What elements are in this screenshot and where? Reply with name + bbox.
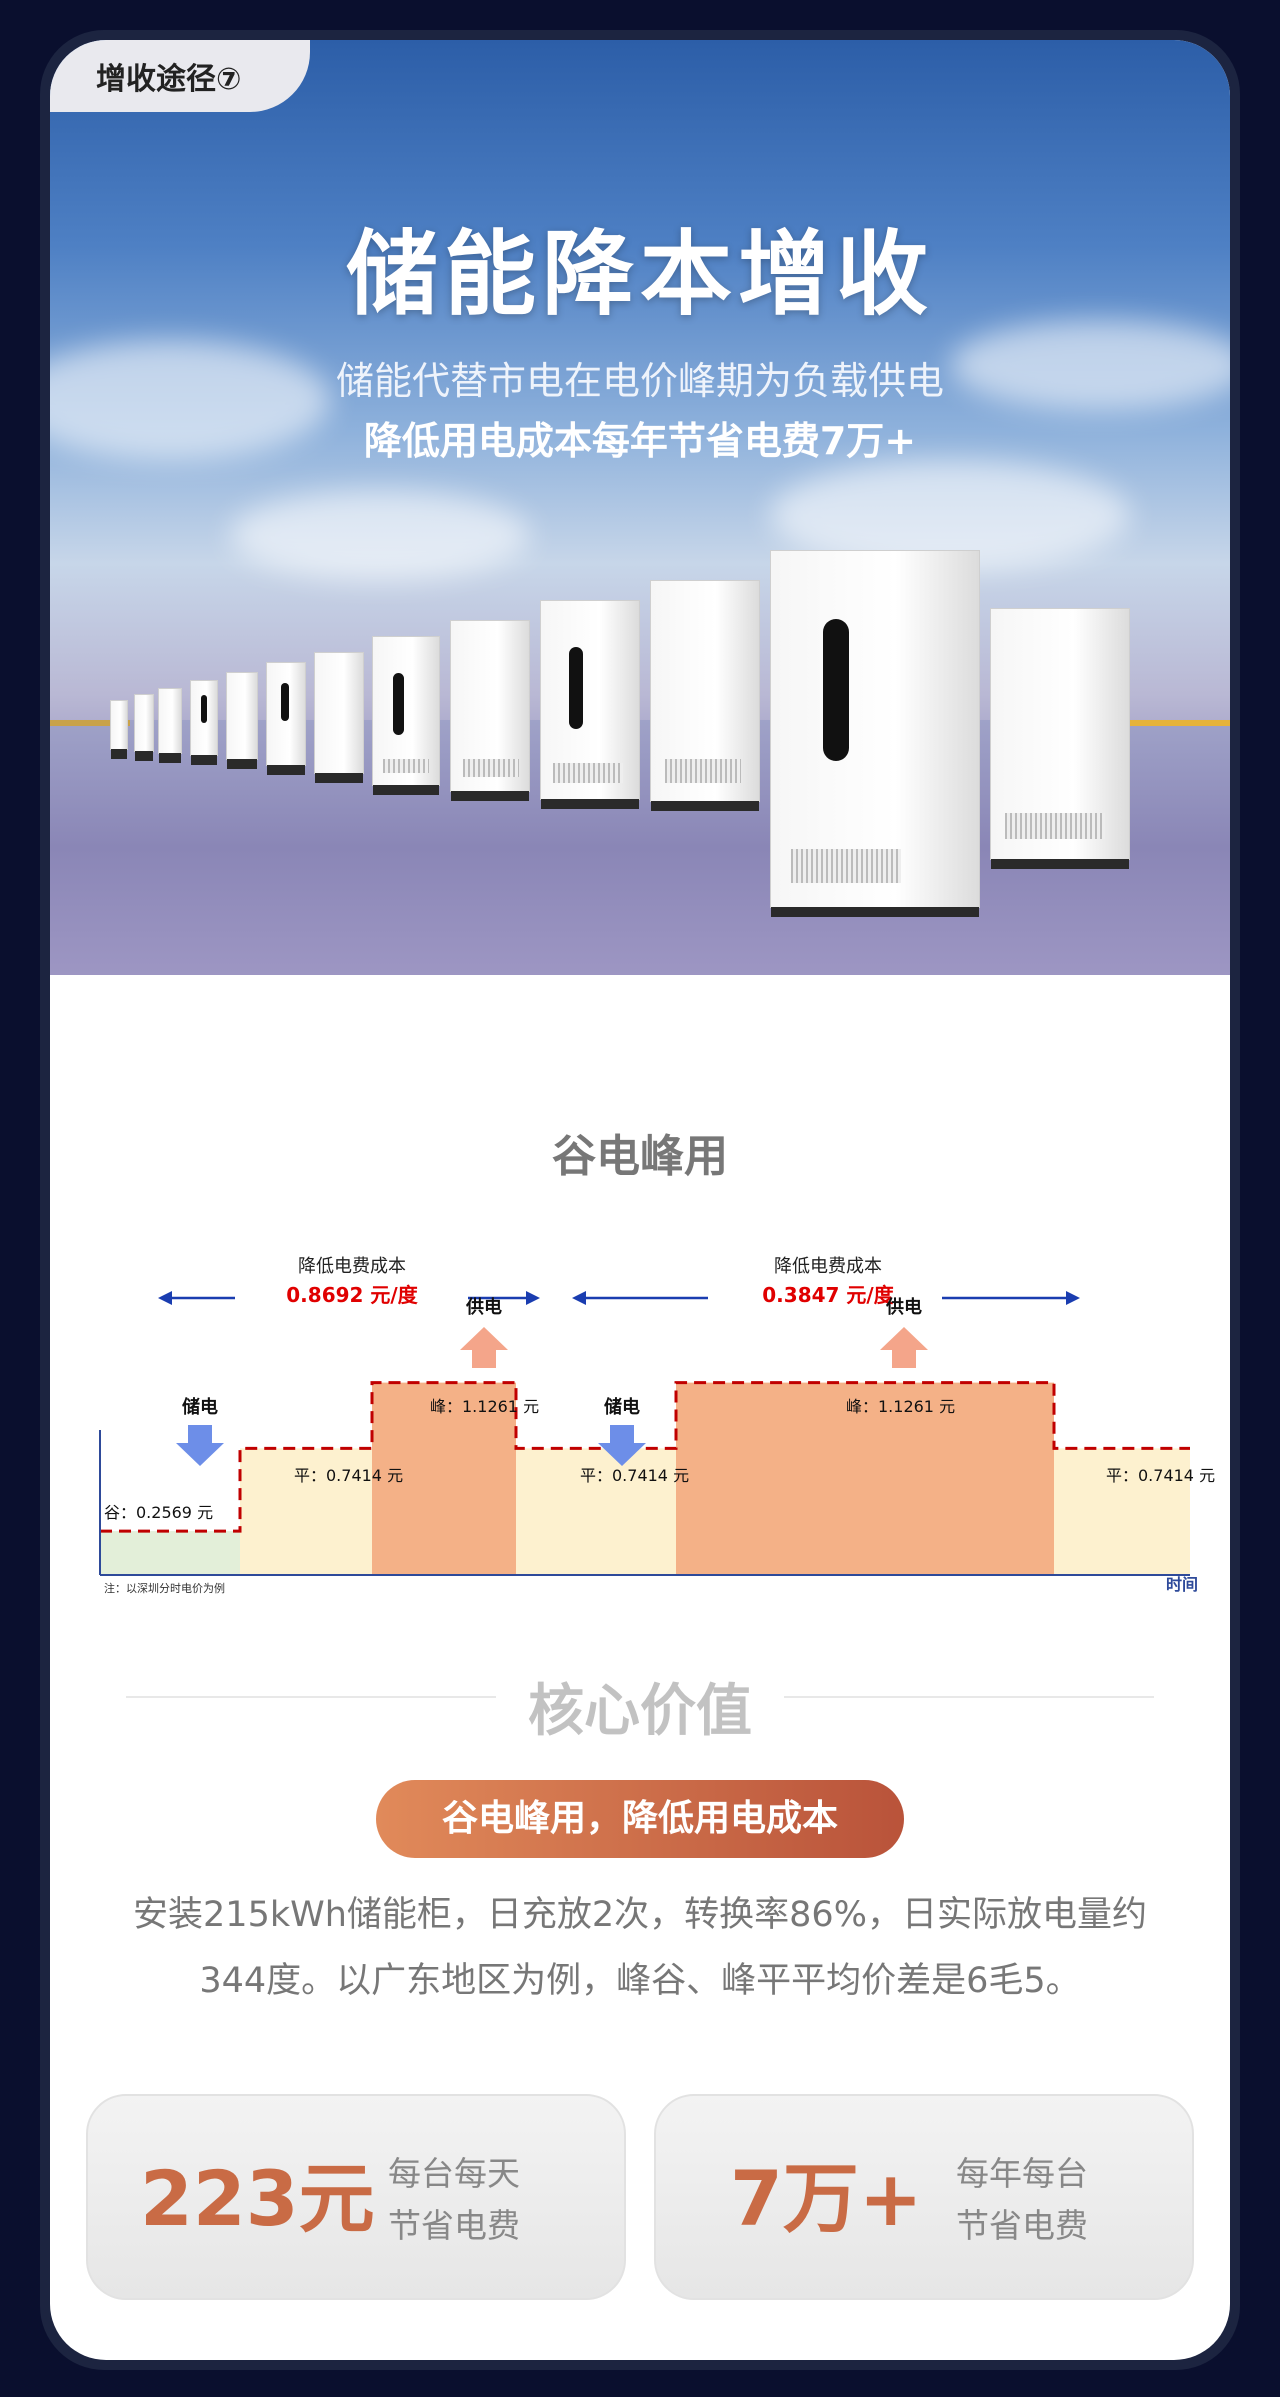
supply-arrow-icon	[880, 1327, 928, 1368]
saving-value-2: 0.3847 元/度	[762, 1283, 894, 1307]
saving-arrow-1	[158, 1291, 540, 1305]
section-divider	[784, 1696, 1154, 1698]
storage-cabinet-image	[266, 662, 306, 775]
flat-price-label: 平：0.7414 元	[580, 1466, 689, 1485]
supply-label: 供电	[465, 1296, 502, 1318]
storage-cabinet-image	[770, 550, 980, 917]
store-arrow-icon	[176, 1425, 224, 1466]
price-period-bar	[372, 1382, 516, 1575]
x-axis-label: 时间	[1166, 1575, 1198, 1594]
chart-note: 注：以深圳分时电价为例	[104, 1581, 225, 1595]
supply-arrow-icon	[460, 1327, 508, 1368]
stat-caption-line: 节省电费	[956, 2206, 1088, 2245]
valley-price-label: 谷：0.2569 元	[104, 1503, 213, 1522]
price-period-bar	[1054, 1448, 1190, 1575]
saving-value-1: 0.8692 元/度	[286, 1283, 418, 1307]
store-arrow-icon	[598, 1425, 646, 1466]
flat-price-label: 平：0.7414 元	[294, 1466, 403, 1485]
value-pill-badge: 谷电峰用，降低用电成本	[376, 1780, 904, 1858]
chart-areas	[100, 1382, 1190, 1575]
price-period-bar	[240, 1448, 372, 1575]
storage-cabinet-image	[450, 620, 530, 801]
saving-label-2: 降低电费成本	[774, 1256, 882, 1277]
storage-cabinet-image	[134, 694, 154, 761]
stat-caption: 每台每天 节省电费	[388, 2148, 520, 2252]
store-label: 储电	[603, 1396, 640, 1418]
stat-card-yearly: 7万+ 每年每台 节省电费	[654, 2094, 1194, 2300]
storage-cabinet-image	[158, 688, 182, 763]
cloud-decoration	[230, 490, 530, 580]
storage-cabinet-image	[314, 652, 364, 783]
section-divider	[126, 1696, 496, 1698]
storage-cabinet-image	[110, 700, 128, 759]
tou-price-chart: 降低电费成本 0.8692 元/度 降低电费成本 0.3847 元/度 储电 储…	[80, 1190, 1220, 1610]
stat-value: 223元	[140, 2154, 375, 2243]
peak-price-label: 峰：1.1261 元	[846, 1397, 955, 1416]
value-description: 安装215kWh储能柜，日充放2次，转换率86%，日实际放电量约344度。以广东…	[133, 1895, 1147, 2001]
price-period-bar	[516, 1448, 676, 1575]
chart-price-line	[100, 1381, 1190, 1533]
supply-label: 供电	[885, 1296, 922, 1318]
value-section-title: 核心价值	[528, 1679, 752, 1744]
hero-banner: 储能降本增收 储能代替市电在电价峰期为负载供电 降低用电成本每年节省电费7万+	[50, 40, 1230, 975]
stat-caption: 每年每台 节省电费	[956, 2148, 1088, 2252]
storage-cabinet-image	[540, 600, 640, 809]
storage-cabinet-image	[190, 680, 218, 765]
hero-subtitle: 储能代替市电在电价峰期为负载供电	[335, 359, 944, 403]
price-period-bar	[676, 1382, 1054, 1575]
storage-cabinet-image	[372, 636, 440, 795]
horizon-line	[1110, 720, 1230, 726]
cloud-decoration	[950, 320, 1230, 410]
content-card: 储能降本增收 储能代替市电在电价峰期为负载供电 降低用电成本每年节省电费7万+ …	[50, 40, 1230, 2360]
store-label: 储电	[181, 1396, 218, 1418]
stat-caption-line: 节省电费	[388, 2206, 520, 2245]
stat-card-daily: 223元 每台每天 节省电费	[86, 2094, 626, 2300]
cloud-decoration	[50, 340, 330, 460]
hero-title: 储能降本增收	[345, 221, 934, 328]
stat-caption-line: 每年每台	[956, 2154, 1088, 2193]
horizon-line	[50, 720, 130, 726]
peak-price-label: 峰：1.1261 元	[430, 1397, 539, 1416]
price-step-line	[100, 1381, 1190, 1533]
stat-caption-line: 每台每天	[388, 2154, 520, 2193]
price-period-bar	[100, 1531, 240, 1575]
chart-svg: 降低电费成本 0.8692 元/度 降低电费成本 0.3847 元/度 储电 储…	[99, 1256, 1215, 1595]
stat-value: 7万+	[730, 2154, 923, 2243]
hero-highlight: 降低用电成本每年节省电费7万+	[363, 419, 917, 463]
storage-cabinet-image	[990, 608, 1130, 869]
storage-cabinet-image	[650, 580, 760, 811]
chart-section-title: 谷电峰用	[552, 1131, 728, 1182]
phone-frame: 储能降本增收 储能代替市电在电价峰期为负载供电 降低用电成本每年节省电费7万+ …	[40, 30, 1240, 2370]
saving-arrow-2	[572, 1291, 1080, 1305]
flat-price-label: 平：0.7414 元	[1106, 1466, 1215, 1485]
category-tag: 增收途径⑦	[50, 40, 310, 112]
saving-label-1: 降低电费成本	[298, 1256, 406, 1277]
storage-cabinet-image	[226, 672, 258, 769]
